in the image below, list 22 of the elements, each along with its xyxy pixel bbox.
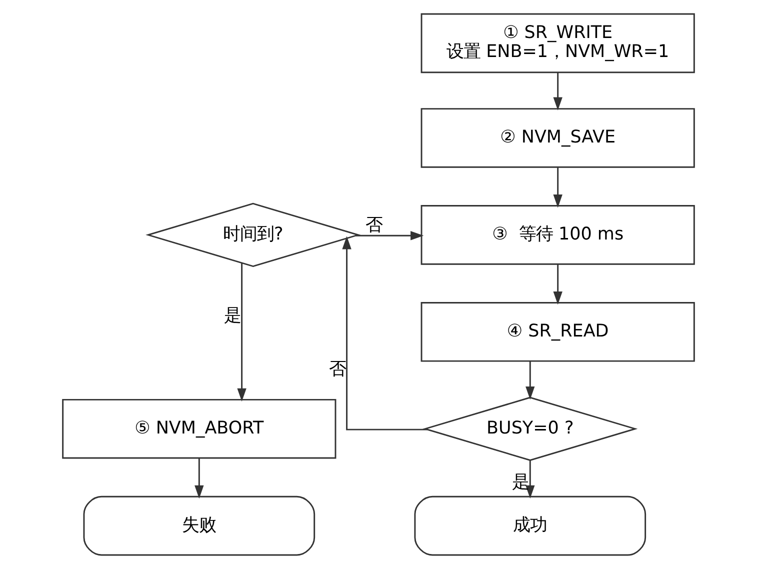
arrow (342, 236, 428, 430)
node-box: ③ 等待 100 ms (420, 205, 695, 265)
arrow (237, 263, 246, 402)
node-box: ④ SR_READ (420, 302, 695, 362)
edge-label: 是 (512, 472, 530, 492)
arrow (553, 168, 562, 208)
arrow (553, 72, 562, 110)
node-box: ① SR_WRITE 设置 ENB=1，NVM_WR=1 (420, 13, 695, 74)
arrow (194, 458, 204, 499)
edge-label: 否 (366, 216, 383, 236)
arrow (553, 264, 562, 305)
node-box: ⑤ NVM_ABORT (62, 398, 336, 459)
arrow (526, 460, 535, 498)
node-diamond: BUSY=0 ? (422, 396, 638, 461)
arrow (526, 362, 535, 400)
edge-label: 是 (224, 306, 241, 326)
edge-label: 否 (328, 359, 346, 380)
node-box: ② NVM_SAVE (420, 108, 695, 168)
node-box: 成功 (414, 496, 646, 556)
node-box: 失败 (83, 496, 316, 556)
arrow (356, 231, 424, 240)
node-diamond: 时间到? (146, 202, 361, 268)
